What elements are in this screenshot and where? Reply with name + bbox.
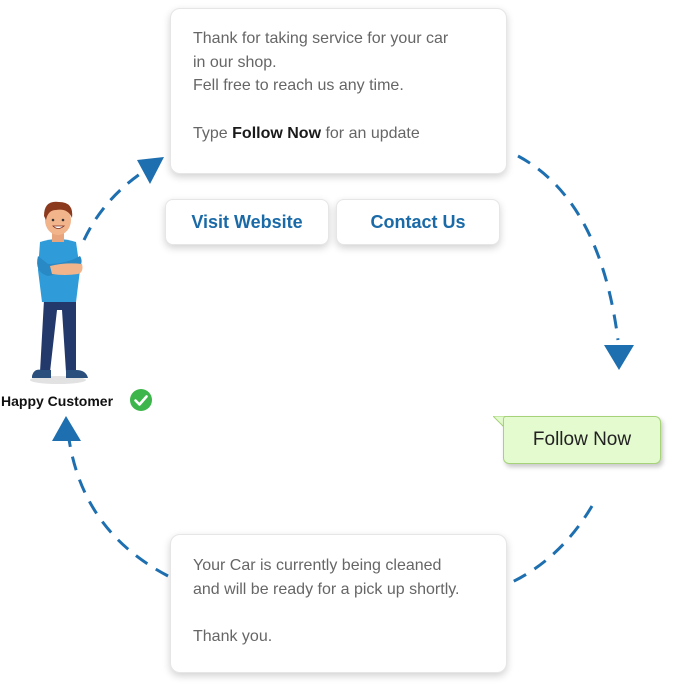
top-card-line3: Fell free to reach us any time. (193, 77, 404, 94)
type-keyword: Follow Now (232, 124, 322, 142)
arrow-head-icon (604, 345, 634, 370)
top-message-card: Thank for taking service for your car in… (170, 8, 507, 174)
contact-us-button[interactable]: Contact Us (336, 199, 500, 245)
bottom-card-line2: and will be ready for a pick up shortly. (193, 580, 460, 598)
arrow-head-icon (137, 157, 164, 184)
bottom-card-line1: Your Car is currently being cleaned (193, 557, 442, 574)
bottom-message-card: Your Car is currently being cleaned and … (170, 534, 507, 673)
arrow-head-icon (52, 416, 81, 441)
follow-now-bubble: Follow Now (503, 416, 661, 464)
arrow-top-to-bubble (517, 154, 620, 341)
top-card-line1: Thank for taking service for your car (193, 30, 449, 47)
arrow-bubble-to-bottom (507, 505, 594, 586)
check-circle-icon (130, 389, 152, 411)
top-card-type-line: Type Follow Now for an update (193, 122, 484, 146)
type-suffix: for an update (321, 124, 420, 142)
arrow-bottom-to-customer (66, 431, 169, 578)
top-card-line2: in our shop. (193, 53, 277, 71)
arrow-customer-to-top (82, 164, 153, 241)
visit-website-button[interactable]: Visit Website (165, 199, 329, 245)
happy-customer-label: Happy Customer (1, 393, 114, 409)
type-prefix: Type (193, 124, 233, 142)
bottom-card-line3: Thank you. (193, 628, 273, 645)
customer-illustration (30, 201, 88, 384)
